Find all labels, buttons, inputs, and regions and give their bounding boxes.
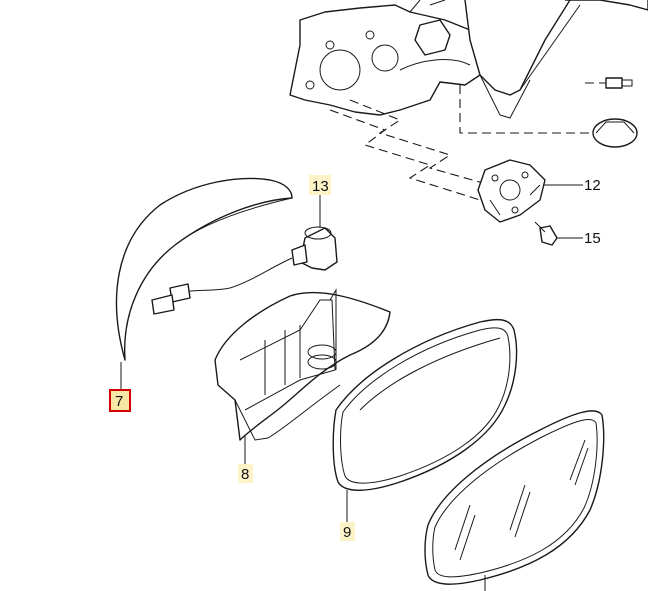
mirror-base-assembly — [289, 0, 648, 119]
callout-8-background — [238, 464, 253, 483]
callout-15[interactable]: 15 — [584, 230, 601, 247]
part-9-mirror-frame — [332, 318, 518, 523]
assembly-dashed-lines — [329, 85, 590, 201]
callout-12-label: 12 — [584, 177, 601, 194]
cap-cover-part — [592, 118, 638, 148]
callout-13-label: 13 — [312, 178, 329, 195]
callout-15-label: 15 — [584, 230, 601, 247]
callout-12[interactable]: 12 — [584, 177, 601, 194]
callout-7-highlight-box — [109, 389, 131, 412]
callout-9[interactable]: 9 — [340, 522, 355, 541]
callout-8-label: 8 — [241, 466, 249, 483]
callout-8[interactable]: 8 — [238, 464, 253, 483]
callout-13[interactable]: 13 — [309, 175, 331, 195]
callout-13-background — [309, 175, 331, 195]
callout-7-selected[interactable]: 7 — [109, 389, 131, 412]
part-12-actuator — [477, 159, 583, 223]
part-7-mirror-cover — [115, 177, 293, 390]
mirror-glass-plate — [424, 410, 605, 591]
part-15-screw — [534, 221, 583, 246]
part-8-inner-housing — [214, 288, 391, 465]
callout-9-label: 9 — [343, 524, 351, 541]
callout-7-label: 7 — [115, 393, 123, 410]
part-13-lamp-assembly — [151, 195, 338, 315]
callout-9-background — [340, 522, 355, 541]
